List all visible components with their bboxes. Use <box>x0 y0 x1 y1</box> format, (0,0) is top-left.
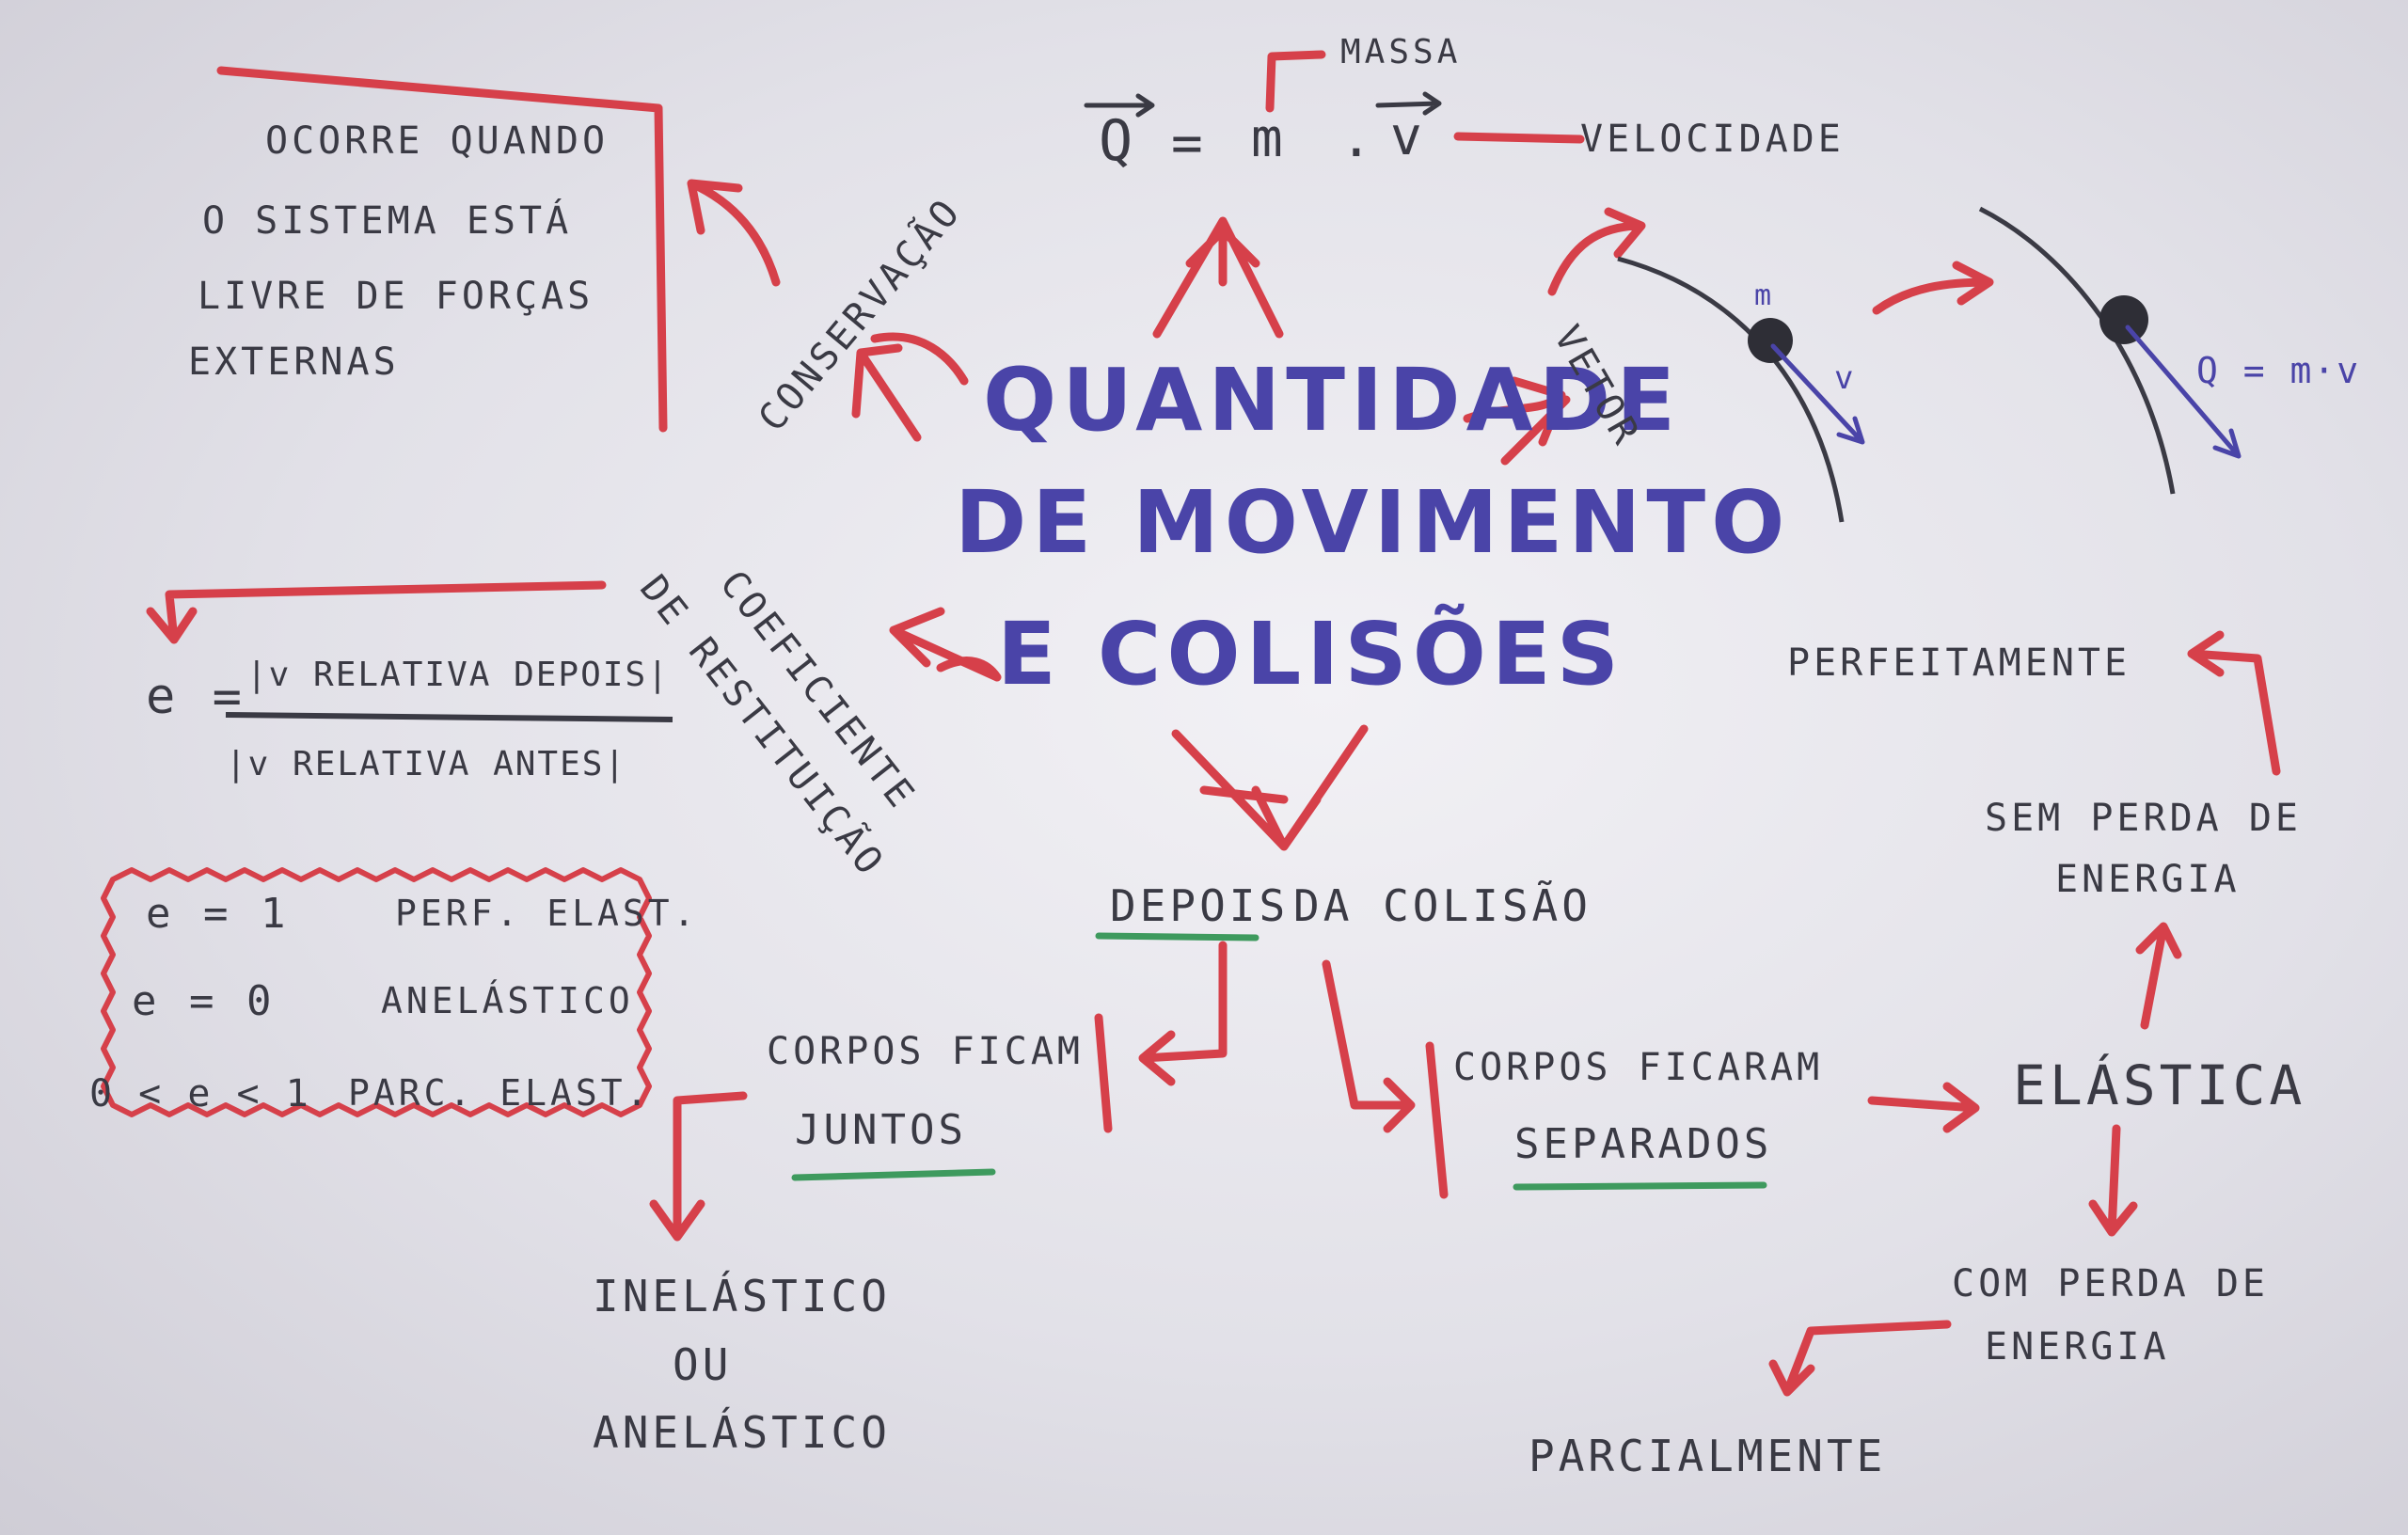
arrow-up-left <box>851 332 969 442</box>
arrow-to-separados <box>1322 959 1416 1133</box>
arrow-vetor-up <box>1547 207 1646 296</box>
sem-perda-line-2: ENERGIA <box>2055 858 2241 901</box>
sem-perda-line-1: SEM PERDA DE <box>1985 797 2302 840</box>
separados-line-1: CORPOS FICARAM <box>1453 1046 1824 1089</box>
label-particle-v: v <box>1834 359 1858 397</box>
velocity-vector-1 <box>1770 343 1865 445</box>
arrow-between-sketches <box>1872 261 1994 315</box>
arrow-to-inelastico <box>649 1091 748 1242</box>
velocidade-connector <box>1453 132 1585 144</box>
title-line-2: DE MOVIMENTO <box>955 472 1791 573</box>
label-perfeitamente: PERFEITAMENTE <box>1787 641 2131 685</box>
arrow-to-formula <box>146 580 607 644</box>
formula-dot: . <box>1340 108 1376 169</box>
cases-zigzag-frame <box>101 867 652 1117</box>
particle-2 <box>2099 295 2148 344</box>
case-1-desc: PERF. ELAST. <box>395 893 699 934</box>
case-2-cond: e = 0 <box>132 977 276 1025</box>
label-particle-m: m <box>1754 279 1776 312</box>
formula-equals: = <box>1171 113 1207 174</box>
label-massa: MASSA <box>1340 33 1462 71</box>
particle-1 <box>1748 318 1793 363</box>
label-elastica: ELÁSTICA <box>2013 1053 2306 1117</box>
trajectory-curve-2 <box>1978 206 2176 495</box>
label-velocidade: VELOCIDADE <box>1580 118 1845 161</box>
conservacao-line-3: LIVRE DE FORÇAS <box>198 275 594 318</box>
juntos-line-2: JUNTOS <box>795 1106 967 1154</box>
juntos-line-1: CORPOS FICAM <box>767 1030 1084 1073</box>
arrow-to-juntos <box>1138 941 1228 1086</box>
coef-numerator: |v RELATIVA DEPOIS| <box>246 656 670 694</box>
underline-depois <box>1095 932 1259 942</box>
conservacao-line-1: OCORRE QUANDO <box>265 119 610 163</box>
v-vector-arrow <box>1375 91 1442 116</box>
com-perda-line-2: ENERGIA <box>1985 1325 2170 1369</box>
inelastico-line-1: INELÁSTICO <box>593 1271 891 1321</box>
bar-juntos <box>1094 1013 1113 1133</box>
case-3-desc: PARC. ELAST. <box>348 1072 652 1114</box>
arrow-sem-perda-to-perfeitamente <box>2187 630 2281 776</box>
title-line-3: E COLISÕES <box>997 604 1625 704</box>
coef-denominator: |v RELATIVA ANTES| <box>226 745 627 783</box>
label-q-formula: Q = m·v <box>2196 350 2361 391</box>
q-vector-arrow <box>1084 93 1155 118</box>
arrow-to-elastica <box>1867 1082 1980 1133</box>
formula-m: m <box>1251 108 1287 169</box>
arrow-up-center <box>1152 216 1284 339</box>
velocity-vector-2 <box>2125 324 2242 459</box>
fraction-line <box>225 712 673 722</box>
arrow-to-sem-perda <box>2135 922 2182 1030</box>
title-line-1: QUANTIDADE <box>983 350 1682 451</box>
separados-line-2: SEPARADOS <box>1514 1120 1773 1168</box>
case-2-desc: ANELÁSTICO <box>381 980 634 1021</box>
formula-q: Q <box>1099 108 1137 174</box>
arrow-down-center <box>1171 724 1369 851</box>
conservacao-box-frame <box>216 66 668 433</box>
depois-rest: DA COLISÃO <box>1293 880 1592 931</box>
case-3-cond: 0 < e < 1 <box>89 1072 310 1116</box>
arrow-to-coeficiente <box>889 607 1002 682</box>
com-perda-line-1: COM PERDA DE <box>1952 1262 2269 1306</box>
inelastico-line-3: ANELÁSTICO <box>593 1407 891 1458</box>
label-parcialmente: PARCIALMENTE <box>1529 1431 1887 1481</box>
underline-juntos <box>791 1168 996 1181</box>
conservacao-line-2: O SISTEMA ESTÁ <box>202 199 573 243</box>
arrow-to-parcialmente <box>1768 1320 1952 1397</box>
bar-separados <box>1425 1041 1449 1199</box>
case-1-cond: e = 1 <box>146 890 290 938</box>
inelastico-line-2: OU <box>673 1339 733 1390</box>
conservacao-line-4: EXTERNAS <box>188 340 400 384</box>
massa-connector <box>1265 50 1326 113</box>
coef-e: e = <box>146 669 246 725</box>
arrow-to-vetor <box>1463 376 1571 466</box>
underline-separados <box>1513 1181 1767 1191</box>
depois-word: DEPOIS <box>1110 880 1290 931</box>
arrow-to-com-perda <box>2088 1124 2138 1237</box>
formula-v: v <box>1390 106 1426 167</box>
arrow-to-conservacao-box <box>687 179 781 287</box>
